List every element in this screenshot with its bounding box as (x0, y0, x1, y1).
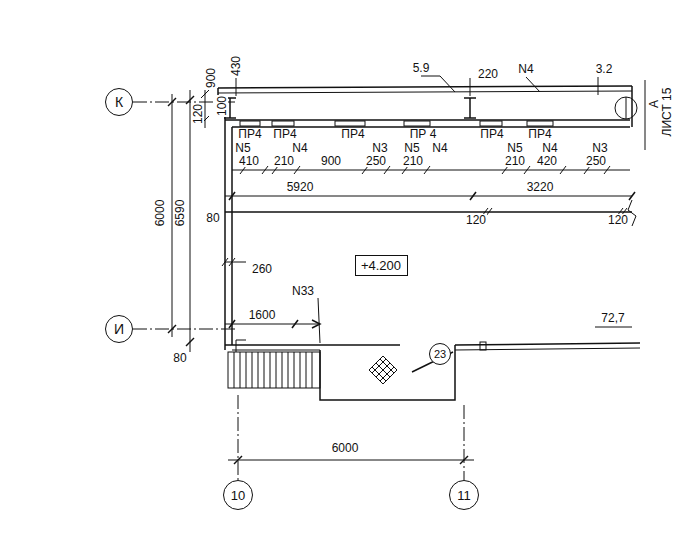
drawing-label: 80 (205, 212, 220, 224)
drawing-label: ПР4 (272, 128, 297, 140)
drawing-label: 430 (230, 55, 242, 77)
drawing-label: N4 (431, 142, 448, 154)
drawing-label: 72,7 (600, 312, 625, 324)
axis-bubble: И (105, 315, 133, 343)
drawing-label: N5 (506, 142, 523, 154)
level-mark: +4.200 (355, 255, 408, 276)
drawing-label: ЛИСТ 15 (661, 87, 673, 138)
drawing-label: N4 (541, 142, 558, 154)
node-text: 11 (457, 489, 471, 502)
node-text: 10 (231, 489, 245, 502)
drawing-label: N5 (403, 142, 420, 154)
node-text: К (115, 95, 123, 109)
drawing-label: 5920 (286, 181, 315, 193)
drawing-label: 100 (216, 95, 228, 117)
node-text: И (114, 322, 124, 336)
drawing-label: 210 (402, 155, 424, 167)
drawing-label: N3 (591, 142, 608, 154)
axis-bubble: К (105, 88, 133, 116)
drawing-label: ПР4 (527, 128, 552, 140)
drawing-label: 6000 (331, 442, 360, 454)
drawing-label: 120 (192, 103, 204, 125)
drawing-label: N5 (234, 142, 251, 154)
drawing-label: 80 (172, 352, 187, 364)
drawing-label: 5.9 (412, 62, 431, 74)
drawing-label: ПР4 (237, 128, 262, 140)
drawing-label: 6590 (174, 199, 186, 228)
drawing-label: ПР4 (479, 128, 504, 140)
drawing-label: N3 (371, 142, 388, 154)
node-text: 23 (434, 349, 446, 360)
drawing-label: 900 (320, 155, 342, 167)
drawing-label: 420 (536, 155, 558, 167)
drawing-label: N4 (517, 63, 534, 75)
drawing-label: 120 (607, 214, 629, 226)
drawing-label: 410 (238, 155, 260, 167)
drawing-label: ПР 4 (409, 128, 438, 140)
drawing-label: 1600 (248, 309, 277, 321)
drawing-label: 210 (504, 155, 526, 167)
drawing-label: А (648, 99, 660, 109)
drawing-label: 3220 (526, 181, 555, 193)
axis-bubble: 11 (449, 480, 479, 510)
node-text: +4.200 (361, 259, 401, 272)
axis-bubble: 10 (223, 480, 253, 510)
drawing-label: 3.2 (595, 63, 614, 75)
drawing-label: 120 (465, 214, 487, 226)
drawing-label: 250 (365, 155, 387, 167)
drawing-label: N33 (291, 285, 315, 297)
drawing-label: 250 (585, 155, 607, 167)
drawing-label: 260 (251, 263, 273, 275)
drawing-label: N4 (291, 142, 308, 154)
drawing-label: 210 (273, 155, 295, 167)
drawing-label: 900 (205, 67, 217, 89)
drawing-label: ПР4 (340, 128, 365, 140)
drawing-label: 220 (477, 68, 499, 80)
axis-bubble: 23 (429, 343, 451, 365)
drawing-label: 6000 (154, 199, 166, 228)
